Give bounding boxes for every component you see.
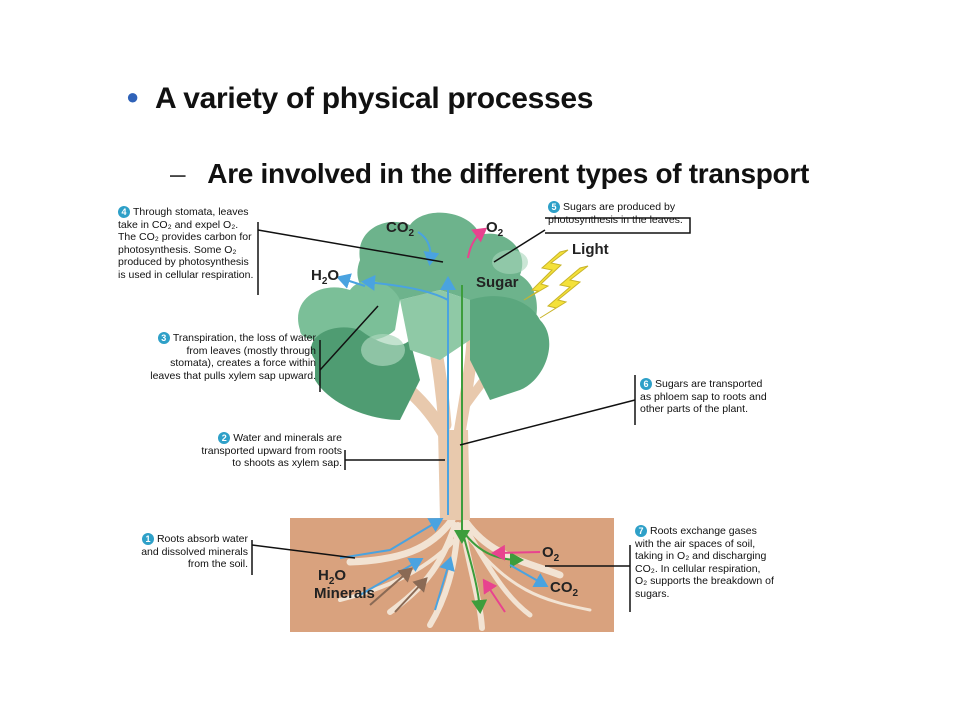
callout-text: Sugars are produced by photosynthesis in…	[548, 201, 683, 226]
h2o-out-arrow	[336, 273, 366, 289]
co2-root-out-arrow	[509, 564, 549, 587]
step-number-badge: 5	[548, 201, 560, 213]
roots	[338, 516, 592, 631]
sub-bullet-text: Are involved in the different types of t…	[207, 158, 809, 189]
step-number-badge: 6	[640, 378, 652, 390]
label-co2-top: CO2	[386, 219, 415, 239]
label-h2o-bottom: H2O	[318, 567, 346, 587]
label-o2-top: O2	[486, 219, 504, 239]
xylem-arrows	[339, 274, 456, 611]
step-number-badge: 2	[218, 432, 231, 444]
mineral-arrows	[369, 567, 428, 613]
bullet-dot-icon: ●	[126, 84, 139, 109]
phloem-arrows	[454, 285, 524, 614]
o2-root-in-arrow-2	[482, 578, 506, 613]
slide-bullet: ● A variety of physical processes	[126, 82, 593, 116]
label-h2o-top: H2O	[311, 267, 339, 287]
bullet-text: A variety of physical processes	[155, 82, 594, 115]
label-light: Light	[572, 241, 609, 258]
step-number-badge: 4	[118, 206, 130, 218]
step-number-badge: 3	[157, 332, 170, 344]
callout-text: Through stomata, leaves take in CO₂ and …	[118, 206, 254, 281]
callout-text: Roots absorb water and dissolved mineral…	[141, 533, 248, 570]
step-number-badge: 1	[141, 533, 154, 545]
step-number-badge: 7	[635, 525, 647, 537]
label-minerals: Minerals	[314, 585, 375, 602]
callout-text: Transpiration, the loss of water from le…	[150, 332, 316, 382]
callout-text: Sugars are transported as phloem sap to …	[640, 378, 767, 415]
label-o2-bottom: O2	[542, 544, 560, 564]
co2-in-arrow	[417, 231, 440, 266]
label-sugar: Sugar	[476, 274, 519, 291]
callout-text: Roots exchange gases with the air spaces…	[635, 525, 774, 600]
o2-out-arrow	[467, 227, 488, 259]
callout-text: Water and minerals are transported upwar…	[201, 432, 342, 469]
slide-sub-bullet: –Are involved in the different types of …	[170, 158, 809, 190]
label-co2-bottom: CO2	[550, 579, 579, 599]
o2-root-in-arrow	[491, 544, 541, 561]
light-bolts	[523, 249, 589, 319]
dash-icon: –	[170, 158, 186, 189]
leader-lines	[251, 217, 691, 612]
